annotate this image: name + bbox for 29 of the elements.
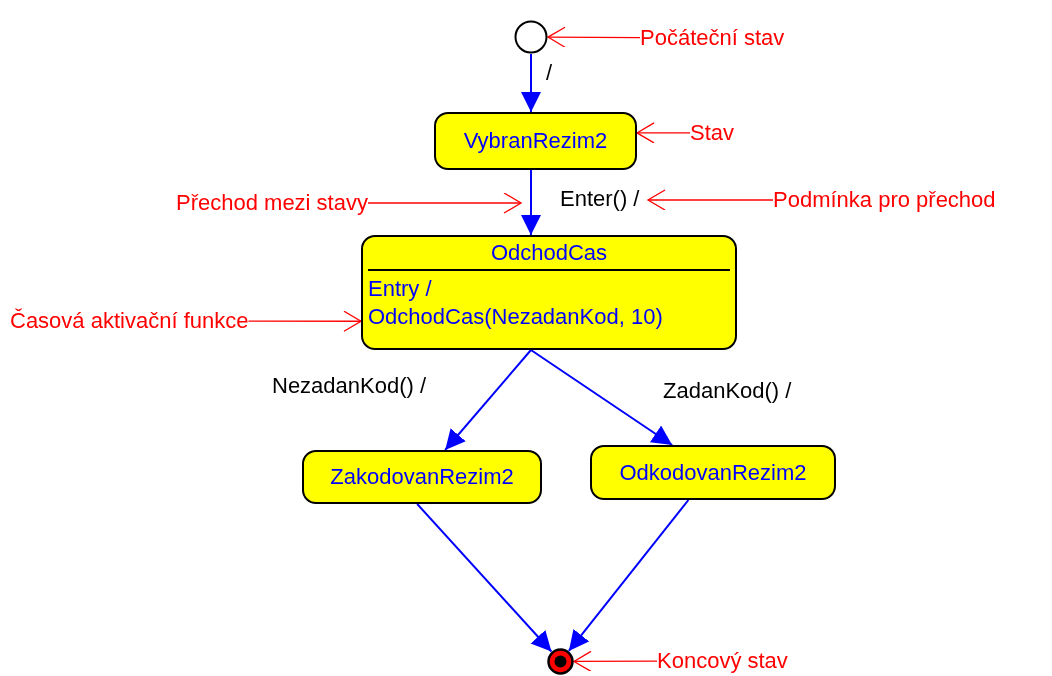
initial-state-circle [514,20,548,54]
annotation-text: Koncový stav [657,648,788,674]
transition-arrow [529,349,674,446]
transition-arrow [521,169,541,236]
state-box [434,112,637,170]
transition-arrow [416,503,553,653]
leader-line [573,650,658,673]
state-name: OdchodCas [490,239,608,267]
annotation-text: Podmínka pro přechod [773,187,996,213]
leader-line [367,192,522,214]
state-name: ZakodovanRezim2 [330,463,514,491]
annotation-text: Počáteční stav [640,25,785,51]
leader-line [636,122,691,144]
transition-arrow [567,499,690,652]
transition-arrow [521,53,541,113]
state-box [302,450,542,504]
leader-line [547,26,641,48]
annotation-text: Stav [690,120,735,146]
final-state-circle [547,648,574,675]
state-name: VybranRezim2 [463,127,608,155]
state-box [361,235,737,350]
entry-action: Entry / OdchodCas(NezadanKod, 10) [368,275,664,331]
state-box [590,445,836,500]
transition-arrow [444,349,532,451]
annotation-text: Časová aktivační funkce [10,308,249,334]
state-name: OdkodovanRezim2 [619,458,807,487]
leader-line [647,189,774,211]
annotation-text: Přechod mezi stavy [176,190,368,216]
leader-line [247,310,362,332]
